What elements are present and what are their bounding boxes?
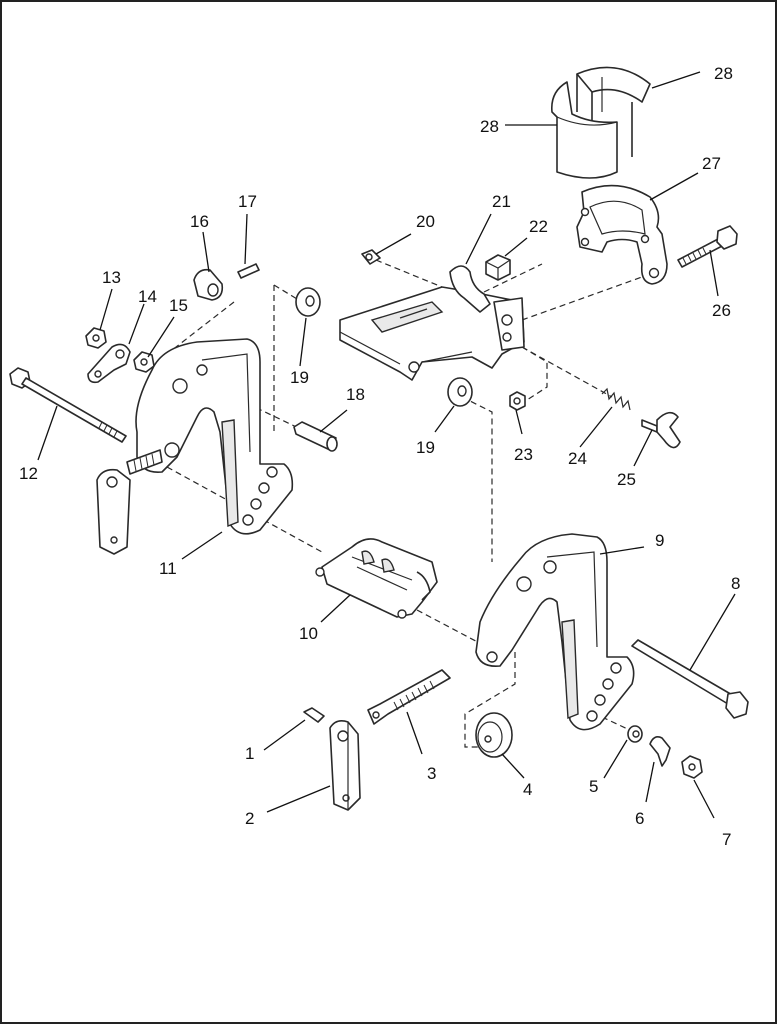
part-26-bolt: [677, 225, 738, 268]
callout-2: 2: [245, 809, 254, 828]
callout-17: 17: [238, 192, 257, 211]
callout-18: 18: [346, 385, 365, 404]
callout-numbers: 1 2 3 4 5 6 7 8 9 10 11 12 13 14 15 16 1…: [19, 64, 740, 849]
callout-9: 9: [655, 531, 664, 550]
part-27-clamp-bracket: [576, 184, 668, 285]
callout-24: 24: [568, 449, 587, 468]
callout-7: 7: [722, 830, 731, 849]
part-21-swivel-bracket: [339, 265, 525, 381]
part-13-nut: [85, 327, 107, 349]
callout-4: 4: [523, 780, 532, 799]
callout-28-left: 28: [480, 117, 499, 136]
part-1-pin: [303, 707, 325, 723]
callout-21: 21: [492, 192, 511, 211]
part-14-tab-washer: [87, 343, 131, 384]
part-20-small-bolt: [361, 249, 381, 265]
callout-19-lower: 19: [416, 438, 435, 457]
callout-19-upper: 19: [290, 368, 309, 387]
part-clamp-arm-left: [96, 449, 163, 555]
callout-22: 22: [529, 217, 548, 236]
callout-23: 23: [514, 445, 533, 464]
callout-28-right: 28: [714, 64, 733, 83]
part-5-washer: [627, 725, 643, 743]
callout-8: 8: [731, 574, 740, 593]
callout-6: 6: [635, 809, 644, 828]
part-10-tilt-lock: [315, 538, 438, 619]
callout-27: 27: [702, 154, 721, 173]
part-17-pin: [237, 263, 260, 279]
part-19-washer-upper: [295, 287, 321, 317]
part-28-clamp-sleeve: [550, 66, 651, 179]
part-8-long-bolt: [631, 639, 749, 719]
part-18-pin: [293, 421, 338, 452]
part-25-wing-bolt: [641, 411, 681, 449]
callout-13: 13: [102, 268, 121, 287]
part-3-threaded-rod: [367, 669, 451, 725]
part-23-nut: [509, 391, 526, 411]
callout-15: 15: [169, 296, 188, 315]
callout-3: 3: [427, 764, 436, 783]
callout-10: 10: [299, 624, 318, 643]
part-22-block: [485, 254, 511, 281]
part-2-clamp-plate: [329, 720, 361, 811]
part-11-stern-bracket: [135, 338, 294, 535]
leader-lines: [37, 71, 736, 819]
part-7-nut: [681, 755, 703, 779]
callout-14: 14: [138, 287, 157, 306]
callout-12: 12: [19, 464, 38, 483]
callout-16: 16: [190, 212, 209, 231]
part-19-washer-lower: [447, 377, 473, 407]
assembly-dashed-lines: [166, 259, 643, 748]
part-15-nut: [133, 351, 155, 373]
callout-11: 11: [159, 559, 177, 578]
callout-20: 20: [416, 212, 435, 231]
callout-26: 26: [712, 301, 731, 320]
part-12-long-bolt: [9, 367, 127, 443]
part-16-bushing: [193, 268, 224, 301]
part-6-wing-nut: [649, 736, 671, 767]
callout-5: 5: [589, 777, 598, 796]
callout-1: 1: [245, 744, 254, 763]
part-24-spring: [601, 387, 631, 411]
callout-25: 25: [617, 470, 636, 489]
part-4-pad: [475, 712, 513, 758]
part-9-stern-bracket: [475, 533, 635, 731]
